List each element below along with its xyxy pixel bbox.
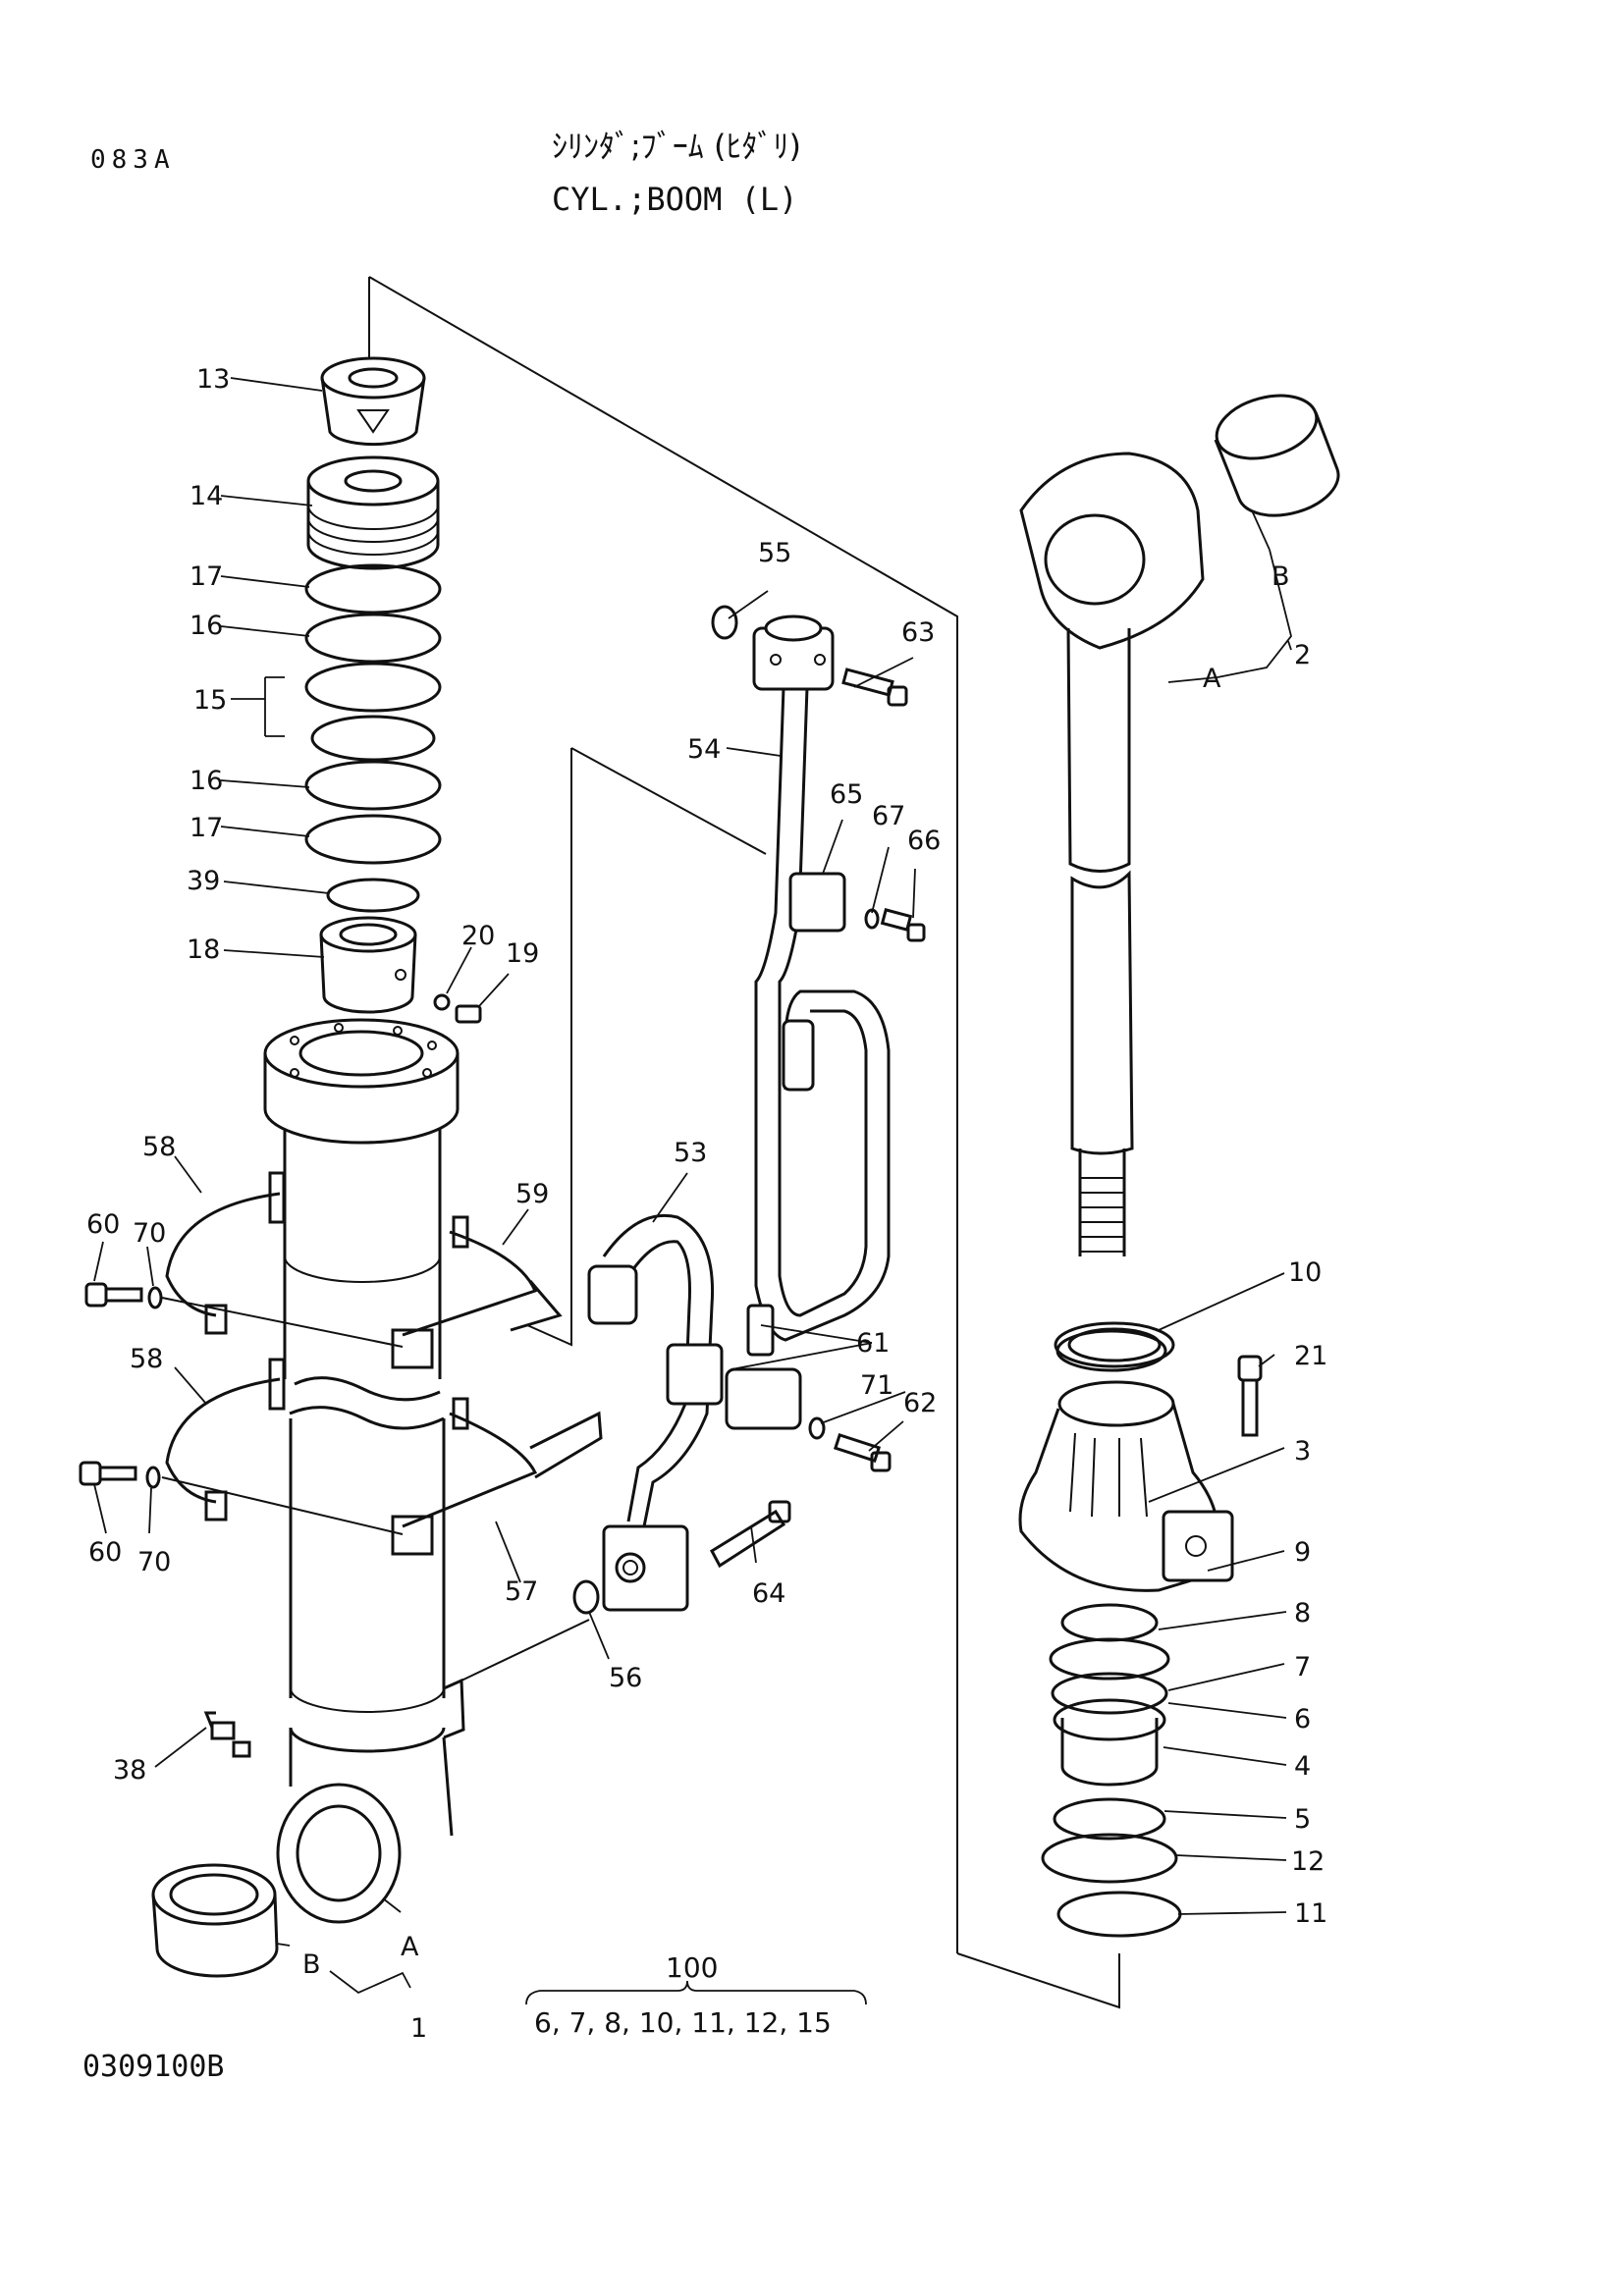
- callout-61: 61: [856, 1328, 890, 1359]
- cylinder-tube: [263, 1018, 465, 1924]
- callout-60-upper: 60: [86, 1209, 120, 1240]
- assembly-reference-lines: [368, 276, 1120, 2009]
- callout-6: 6: [1294, 1704, 1311, 1735]
- callout-12: 12: [1291, 1846, 1325, 1877]
- callout-59: 59: [515, 1179, 549, 1209]
- callout-70-upper: 70: [133, 1218, 166, 1249]
- ball-and-screw-19-20: [433, 993, 482, 1024]
- screw-21: [1237, 1355, 1263, 1437]
- callout-60-lower: 60: [88, 1537, 122, 1568]
- piston-nut-13: [320, 356, 426, 447]
- callout-leader-lines: [93, 377, 1292, 1995]
- callout-17-lower: 17: [189, 813, 223, 843]
- callout-18: 18: [187, 934, 220, 965]
- callout-11: 11: [1294, 1898, 1327, 1929]
- page-code: 083A: [90, 145, 176, 175]
- pipe-loop-lower: [754, 982, 891, 1342]
- callout-5: 5: [1294, 1804, 1311, 1835]
- callout-numbers: 13 14 17 16 15 16 17 39 18 20 19 58 60 7…: [86, 364, 1327, 2044]
- piston-14: [306, 455, 440, 570]
- callout-b-left: B: [302, 1949, 321, 1980]
- callout-67: 67: [872, 801, 905, 831]
- callout-14: 14: [189, 481, 223, 511]
- small-fasteners-right-middle: [572, 605, 926, 1615]
- callout-15: 15: [193, 685, 227, 716]
- callout-63: 63: [901, 617, 935, 648]
- callout-9: 9: [1294, 1537, 1311, 1568]
- callout-13: 13: [196, 364, 230, 395]
- callout-58-upper: 58: [142, 1132, 176, 1162]
- callout-55: 55: [758, 538, 791, 568]
- callout-16-lower: 16: [189, 766, 223, 796]
- seal-kit-bracket: [525, 1980, 867, 2005]
- cushion-bearing-18: [319, 916, 417, 1014]
- callout-57: 57: [505, 1576, 538, 1607]
- drawing-number: 0309100B: [82, 2050, 225, 2084]
- seal-kit-contents: 6, 7, 8, 10, 11, 12, 15: [534, 2006, 832, 2039]
- callout-17-upper: 17: [189, 561, 223, 592]
- callout-21: 21: [1294, 1341, 1327, 1371]
- callout-38: 38: [113, 1755, 146, 1786]
- callout-65: 65: [830, 779, 863, 810]
- callout-53: 53: [674, 1138, 707, 1168]
- callout-54: 54: [687, 734, 721, 765]
- callout-8: 8: [1294, 1598, 1311, 1629]
- diagram-title-japanese: ｼﾘﾝﾀﾞ;ﾌﾞｰﾑ (ﾋﾀﾞﾘ): [552, 128, 801, 165]
- callout-3: 3: [1294, 1436, 1311, 1467]
- pipe-54: [752, 614, 835, 1041]
- head-seal-rings: [1041, 1329, 1182, 1938]
- callout-70-lower: 70: [137, 1547, 171, 1577]
- callout-62: 62: [903, 1388, 937, 1418]
- callout-16-upper: 16: [189, 611, 223, 641]
- clamps-61-65: [666, 872, 846, 1430]
- pin-bushing-right: [1214, 394, 1340, 517]
- bolts-60-washers-70: [79, 1282, 404, 1535]
- band-58-lower: [165, 1358, 286, 1522]
- callout-39: 39: [187, 866, 220, 896]
- callout-b-right: B: [1271, 561, 1290, 592]
- callout-66: 66: [907, 826, 941, 856]
- band-58-upper: [165, 1171, 286, 1335]
- band-57-lower: [391, 1397, 603, 1556]
- seal-kit-number: 100: [666, 1951, 719, 1984]
- callout-4: 4: [1294, 1751, 1311, 1782]
- callout-2: 2: [1294, 640, 1311, 670]
- callout-7: 7: [1294, 1652, 1311, 1682]
- callout-71: 71: [860, 1370, 893, 1401]
- callout-1: 1: [410, 2013, 427, 2044]
- piston-rod-2: [1019, 452, 1205, 1256]
- callout-a-right: A: [1203, 664, 1221, 694]
- pin-bushing-left: [151, 1863, 279, 1978]
- band-59-upper: [391, 1215, 563, 1369]
- callout-a-left: A: [401, 1932, 419, 1962]
- piston-seal-rings: [304, 563, 442, 913]
- callout-20: 20: [461, 921, 495, 951]
- callout-10: 10: [1288, 1257, 1322, 1288]
- callout-58-lower: 58: [130, 1344, 163, 1374]
- diagram-title-english: CYL.;BOOM (L): [552, 181, 798, 218]
- grease-fitting-38: [203, 1711, 251, 1758]
- pipe-53: [587, 1213, 715, 1612]
- callout-19: 19: [506, 938, 539, 969]
- callout-56: 56: [609, 1663, 642, 1693]
- callout-64: 64: [752, 1578, 785, 1609]
- rod-head-3: [1018, 1321, 1234, 1592]
